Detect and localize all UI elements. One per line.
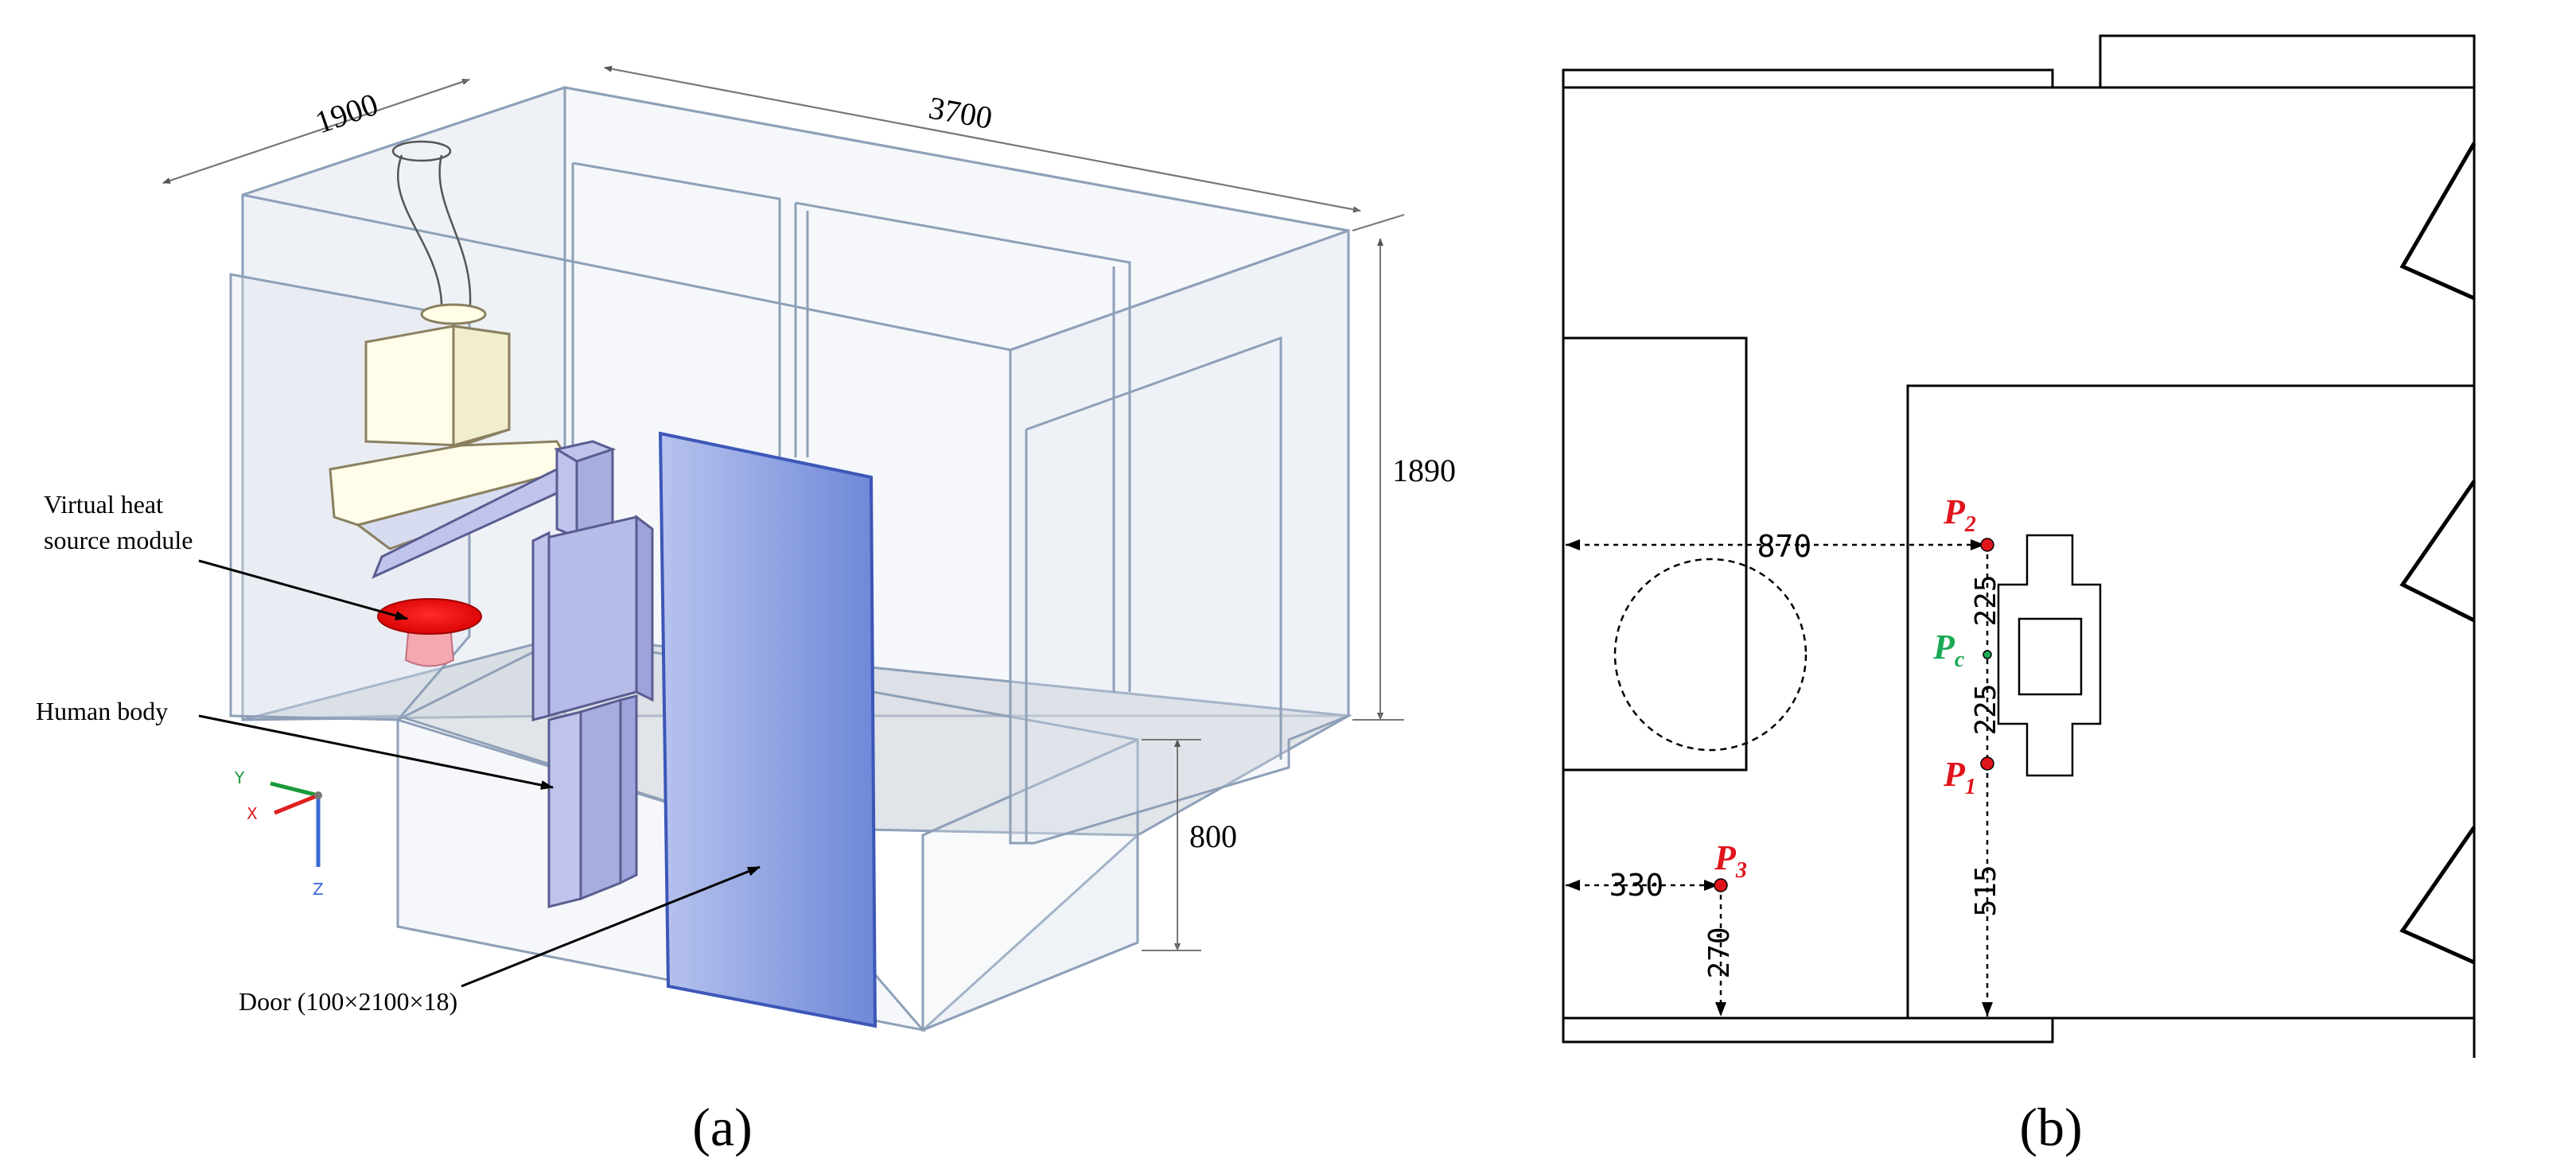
plan-cross-object bbox=[1997, 534, 2102, 777]
point-p3 bbox=[1714, 878, 1728, 892]
door-panel bbox=[658, 431, 877, 1028]
break-line-bot bbox=[2399, 826, 2477, 965]
plan-top-wall-right bbox=[2099, 34, 2476, 87]
plan-inner-square bbox=[2018, 617, 2083, 696]
caption-a: (a) bbox=[692, 1097, 752, 1157]
label-human-body: Human body bbox=[36, 697, 168, 725]
arrow-heat-source bbox=[198, 559, 408, 620]
dim-225-upper: 225 bbox=[1970, 574, 2002, 626]
dim-width-1900: 1900 bbox=[310, 86, 382, 141]
dim-height-1890: 1890 bbox=[1392, 453, 1456, 488]
plan-left-room bbox=[1563, 336, 1748, 772]
arrow-human-body bbox=[198, 714, 554, 790]
label-p3-sub: 3 bbox=[1735, 858, 1747, 883]
range-hood bbox=[329, 140, 576, 550]
human-body-figure bbox=[372, 440, 654, 908]
plan-right-room bbox=[1906, 384, 2474, 1018]
virtual-heat-source bbox=[377, 598, 482, 667]
panel-b-plan-view bbox=[1562, 34, 2477, 1058]
dim-515: 515 bbox=[1970, 865, 2002, 916]
label-pc: Pc bbox=[1932, 628, 1965, 672]
dim-270: 270 bbox=[1703, 927, 1736, 978]
coordinate-axes-icon: Y X Z bbox=[234, 768, 324, 899]
label-p3-base: P bbox=[1714, 838, 1737, 877]
axis-label-y: Y bbox=[234, 768, 245, 787]
label-door: Door (100×2100×18) bbox=[239, 987, 457, 1016]
right-inner-wall bbox=[1009, 228, 1350, 845]
break-line-top bbox=[2399, 142, 2477, 301]
label-p2-sub: 2 bbox=[1964, 512, 1976, 537]
dim-length-3700: 3700 bbox=[926, 90, 995, 136]
dimension-lines-a bbox=[162, 65, 1405, 951]
caption-b: (b) bbox=[2019, 1097, 2082, 1157]
panel-b-labels: 870 225 225 515 330 270 P2 Pc P1 P3 (b) bbox=[1609, 492, 2083, 1157]
point-p1 bbox=[1980, 756, 1994, 771]
plan-top-wall-left bbox=[1562, 68, 2054, 87]
label-pc-base: P bbox=[1932, 628, 1955, 667]
label-p2-base: P bbox=[1943, 492, 1966, 531]
plan-bottom-wall bbox=[1562, 1018, 2054, 1044]
dim-330: 330 bbox=[1609, 868, 1664, 903]
dim-870: 870 bbox=[1757, 529, 1812, 564]
plan-dimension-arrows bbox=[1566, 539, 1993, 1016]
label-p2: P2 bbox=[1943, 492, 1976, 537]
point-pc bbox=[1983, 650, 1992, 659]
dim-step-800: 800 bbox=[1189, 818, 1237, 854]
label-p1: P1 bbox=[1943, 755, 1976, 799]
panel-a-3d-model: 1900 3700 1890 800 Virtual heat source m… bbox=[36, 65, 1456, 1157]
label-p1-base: P bbox=[1943, 755, 1966, 794]
label-virtual-heat-source-line1: Virtual heat bbox=[44, 490, 163, 519]
label-p1-sub: 1 bbox=[1965, 775, 1976, 799]
plan-dimension-lines bbox=[1566, 543, 1989, 1016]
axis-label-z: Z bbox=[313, 880, 324, 899]
break-line-mid bbox=[2399, 480, 2477, 623]
label-pc-sub: c bbox=[1955, 647, 1965, 672]
arrow-door bbox=[461, 865, 761, 988]
label-p3: P3 bbox=[1714, 838, 1747, 883]
dim-225-lower: 225 bbox=[1970, 683, 2002, 735]
axis-label-x: X bbox=[247, 804, 258, 823]
plan-dashed-circle bbox=[1613, 558, 1807, 752]
label-virtual-heat-source-line2: source module bbox=[44, 526, 193, 554]
point-p2 bbox=[1980, 538, 1994, 552]
